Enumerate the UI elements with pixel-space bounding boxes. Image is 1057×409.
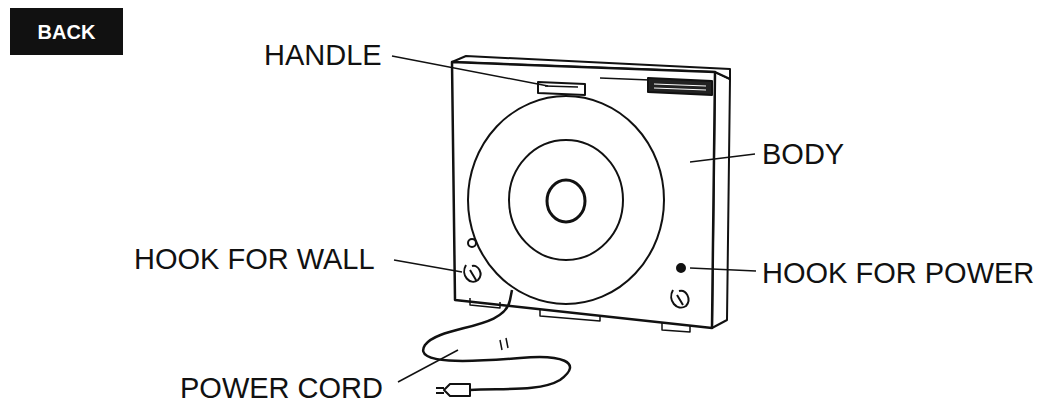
view-tag: BACK: [10, 8, 123, 55]
plug-pins: [436, 388, 444, 393]
plate-text: [654, 84, 706, 90]
plug: [444, 384, 470, 396]
power-cord: [423, 290, 570, 390]
part-label: POWER CORD: [180, 374, 383, 403]
wall-hook: [464, 265, 480, 282]
feet: [470, 298, 690, 332]
leader-line: [690, 268, 756, 271]
part-label: HANDLE: [264, 41, 382, 70]
leader-line: [398, 350, 458, 382]
handle: [538, 82, 585, 95]
leader-line: [394, 260, 462, 272]
part-label: BODY: [762, 140, 844, 169]
wall-hook-right: [671, 290, 688, 308]
rating-plate: [648, 78, 712, 95]
power-hook: [677, 264, 685, 272]
body-front: [452, 62, 715, 328]
leader-line: [690, 154, 755, 162]
center-hole: [547, 180, 585, 222]
leader-line: [392, 56, 548, 86]
outer-ring: [468, 96, 664, 304]
view-tag-text: BACK: [38, 22, 96, 42]
part-label: HOOK FOR WALL: [134, 245, 375, 274]
middle-ring: [509, 140, 623, 260]
part-label: HOOK FOR POWER: [762, 259, 1034, 288]
cord-tie: [500, 338, 508, 350]
handle-grip: [545, 86, 578, 87]
screw: [468, 239, 476, 247]
